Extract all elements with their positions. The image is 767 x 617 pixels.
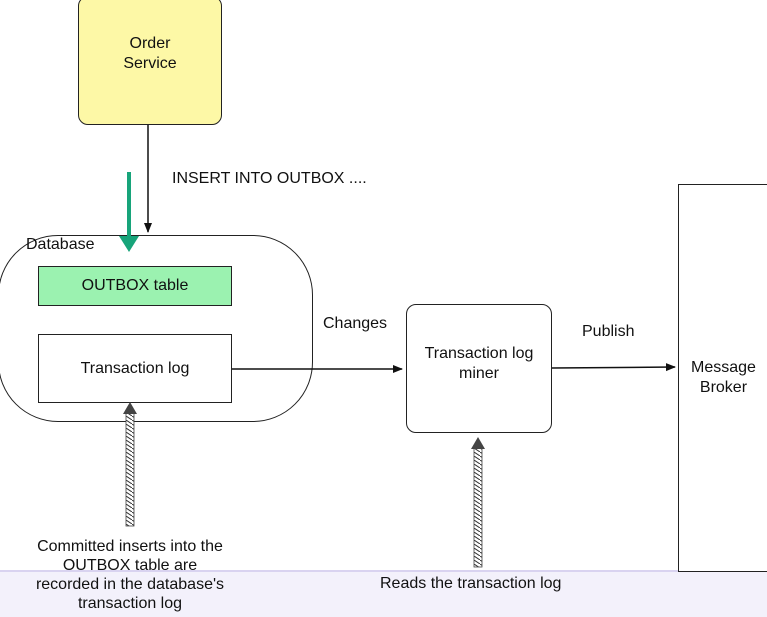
broker-label: Message Broker: [691, 359, 756, 396]
reads-hatched-arrow: [473, 446, 483, 568]
reads-annotation: Reads the transaction log: [380, 575, 562, 592]
publish-arrow: [551, 363, 676, 372]
bottom-band: [0, 571, 767, 617]
database-container: [0, 235, 313, 422]
order-service-label: Order Service: [123, 34, 177, 72]
transaction-log-label: Transaction log: [80, 359, 190, 377]
bottom-divider: [0, 570, 767, 572]
miner-label: Transaction log miner: [424, 344, 534, 382]
reads-hatched-arrow-head: [471, 437, 485, 449]
message-broker-box: Message Broker: [678, 184, 767, 572]
outbox-table-box: OUTBOX table: [38, 266, 232, 306]
committed-annotation: Committed inserts into the OUTBOX table …: [35, 538, 225, 612]
transaction-log-miner-box: Transaction log miner: [406, 304, 552, 433]
committed-hatched-arrow-head: [123, 402, 137, 414]
insert-label: INSERT INTO OUTBOX ....: [172, 170, 367, 187]
committed-hatched-arrow: [125, 411, 135, 527]
outbox-table-label: OUTBOX table: [81, 277, 189, 294]
publish-label: Publish: [582, 323, 635, 340]
order-service-box: Order Service: [78, 0, 222, 125]
transaction-log-box: Transaction log: [38, 334, 232, 403]
changes-label: Changes: [323, 315, 388, 332]
database-label: Database: [26, 236, 95, 253]
highlight-arrow-head: [119, 236, 139, 252]
